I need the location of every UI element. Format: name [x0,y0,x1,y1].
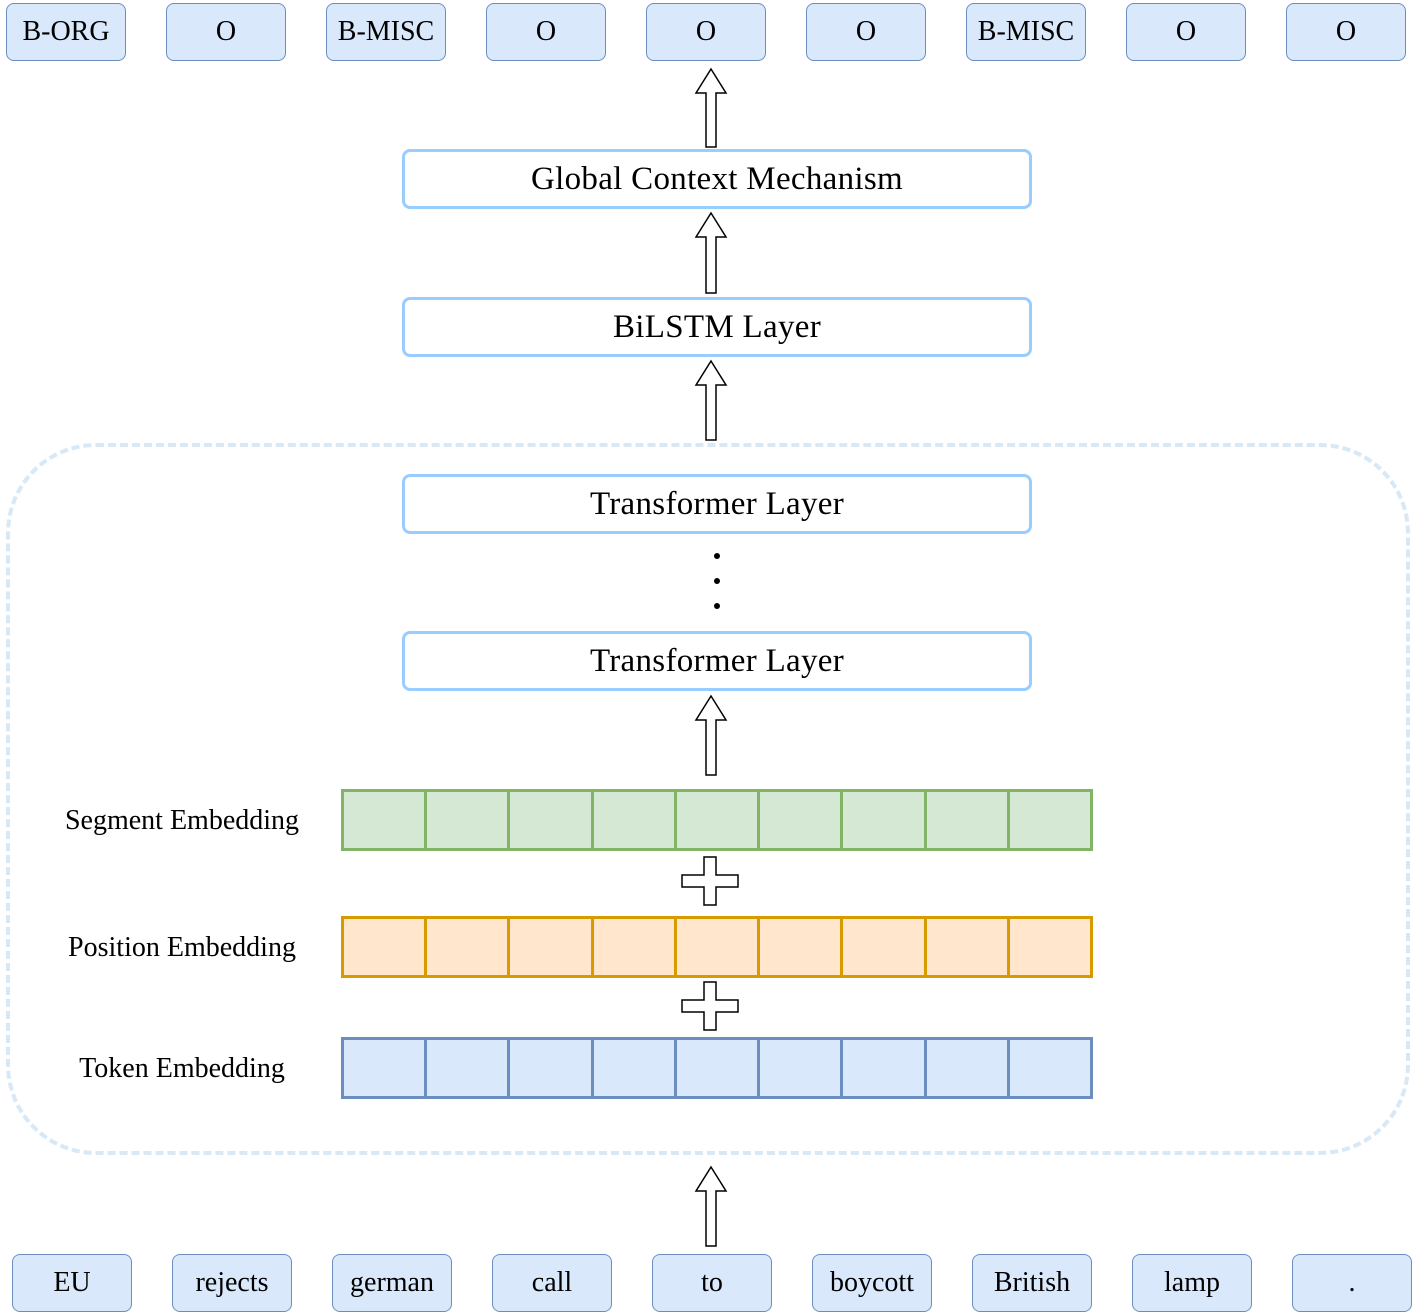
transformer-layer-top-label: Transformer Layer [589,485,845,522]
output-tag-label: O [535,16,557,47]
output-tag-box: O [806,3,926,61]
transformer-layer-top-box: Transformer Layer [402,474,1032,534]
position-embedding-cell [590,916,677,978]
position-embedding-cell [507,916,594,978]
output-tag-label: O [855,16,877,47]
output-tag-label: B-MISC [977,16,1075,47]
position-embedding-cell [923,916,1010,978]
output-tag-label: O [1335,16,1357,47]
transformer-layer-bottom-box: Transformer Layer [402,631,1032,691]
input-token-label: german [350,1267,434,1298]
output-tag-box: B-MISC [966,3,1086,61]
segment-embedding-cell [1006,789,1093,851]
input-token-box: rejects [172,1254,292,1312]
input-token-box: . [1292,1254,1412,1312]
output-tag-box: B-MISC [326,3,446,61]
input-token-label: boycott [830,1267,914,1298]
position-embedding-cell [424,916,511,978]
input-token-box: to [652,1254,772,1312]
token-embedding-label: Token Embedding [79,1053,285,1084]
output-tag-box: O [1286,3,1406,61]
input-token-label: EU [53,1267,91,1298]
token-embedding-cell [507,1037,594,1099]
output-tag-box: O [646,3,766,61]
output-tag-box: O [166,3,286,61]
position-embedding-cell [757,916,844,978]
bilstm-layer-label: BiLSTM Layer [613,308,821,345]
position-embedding-cell [1006,916,1093,978]
input-token-label: British [993,1267,1071,1298]
ellipsis-vertical-icon [714,578,720,584]
input-token-box: call [492,1254,612,1312]
position-embedding-row [341,916,1093,978]
input-token-box: boycott [812,1254,932,1312]
output-tag-box: O [486,3,606,61]
output-tag-label: O [215,16,237,47]
up-arrow-icon [694,359,728,441]
segment-embedding-cell [757,789,844,851]
output-tag-box: B-ORG [6,3,126,61]
token-embedding-cell [1006,1037,1093,1099]
input-token-box: german [332,1254,452,1312]
input-token-label: lamp [1164,1267,1220,1298]
up-arrow-icon [694,67,728,148]
input-token-box: British [972,1254,1092,1312]
input-token-label: call [531,1267,573,1298]
global-context-mechanism-label: Global Context Mechanism [531,160,903,197]
token-embedding-cell [923,1037,1010,1099]
token-embedding-cell [590,1037,677,1099]
output-tag-box: O [1126,3,1246,61]
segment-embedding-row [341,789,1093,851]
segment-embedding-label: Segment Embedding [64,805,300,836]
output-tag-label: B-ORG [22,16,110,47]
output-tag-label: O [695,16,717,47]
up-arrow-icon [694,1165,728,1247]
token-embedding-row [341,1037,1093,1099]
plus-icon [681,856,739,906]
position-embedding-label: Position Embedding [68,932,296,963]
up-arrow-icon [694,694,728,776]
transformer-layer-bottom-label: Transformer Layer [589,642,845,679]
position-embedding-cell [840,916,927,978]
output-tag-label: O [1175,16,1197,47]
input-token-label: . [1348,1267,1356,1298]
output-tag-label: B-MISC [337,16,435,47]
input-token-box: lamp [1132,1254,1252,1312]
token-embedding-cell [757,1037,844,1099]
segment-embedding-cell [590,789,677,851]
plus-icon [681,981,739,1031]
ellipsis-vertical-icon [714,603,720,609]
encoder-dashed-frame [6,443,1410,1155]
global-context-mechanism-box: Global Context Mechanism [402,149,1032,209]
input-token-label: to [701,1267,723,1298]
ellipsis-vertical-icon [714,553,720,559]
input-token-box: EU [12,1254,132,1312]
bilstm-layer-box: BiLSTM Layer [402,297,1032,357]
input-token-label: rejects [195,1267,269,1298]
up-arrow-icon [694,211,728,294]
